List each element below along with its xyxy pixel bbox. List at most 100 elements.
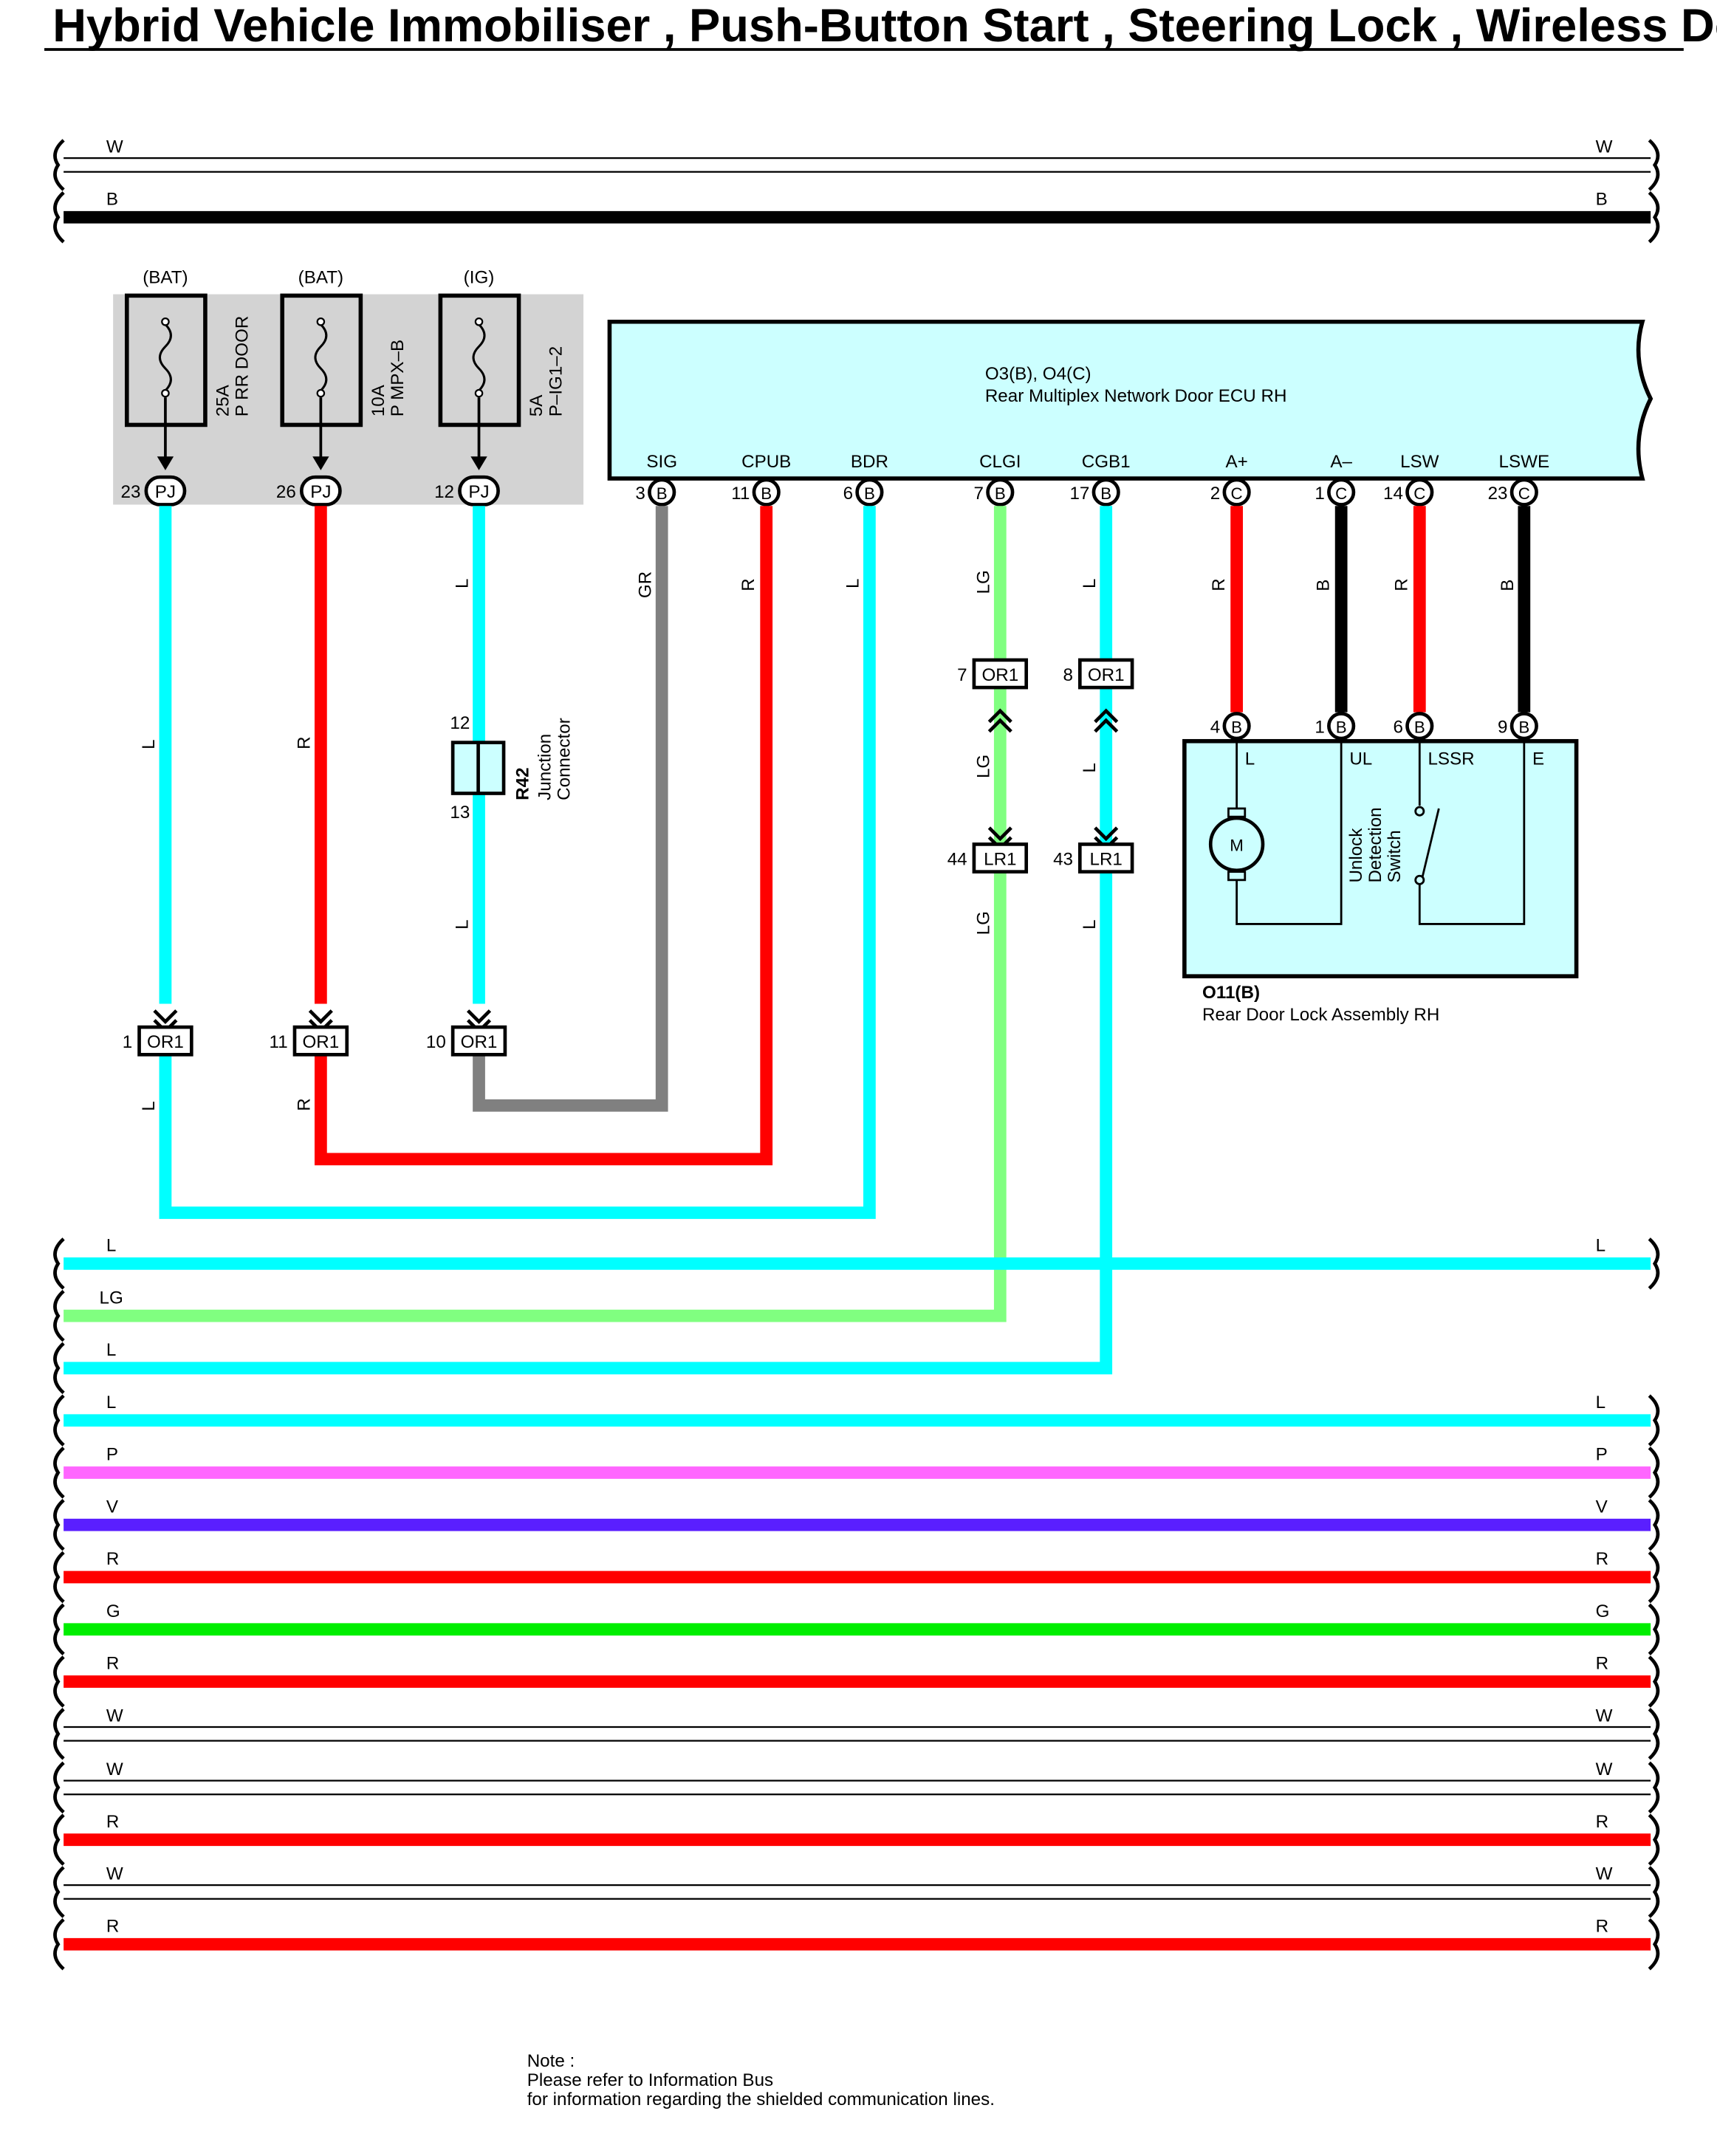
wire-clgi-lg (64, 506, 1007, 1322)
wire-label: B (1498, 580, 1518, 591)
bus-label-right: W (1596, 1760, 1613, 1779)
pin-number: 7 (974, 484, 984, 504)
pin-badge (144, 475, 187, 507)
pin-connector-code: B (761, 484, 772, 503)
bus-label-left: LG (100, 1288, 123, 1308)
ecu-terminals: SIGB3CPUBB11BDRB6CLGIB7CGB1B17A+C2A–C1LS… (635, 452, 1549, 507)
wire-cgb1-l (64, 506, 1113, 1375)
bus-label-left: R (106, 1812, 119, 1832)
pin-number: 2 (1210, 484, 1220, 504)
wires (64, 506, 1531, 1375)
pin-badge (986, 478, 1015, 507)
ecu-box (607, 319, 1653, 481)
terminal-label: CPUB (741, 452, 791, 472)
lock-pin-label: E (1532, 749, 1544, 769)
switch-label-1: Unlock (1346, 828, 1366, 883)
fuse-name: P MPX–B (388, 340, 408, 416)
pin-connector-code: C (1335, 484, 1347, 503)
bus-label-right: R (1596, 1916, 1608, 1936)
connector-name: LR1 (1090, 849, 1123, 869)
connector-box (450, 1025, 507, 1057)
bus-break-left (53, 1918, 65, 1971)
pin-number: 17 (1069, 484, 1089, 504)
fuse-supply-label: (IG) (464, 268, 495, 288)
pin-badge (1222, 478, 1251, 507)
pin-number: 12 (434, 482, 454, 502)
note-line-2: for information regarding the shielded c… (527, 2090, 995, 2109)
pin-connector-code: B (995, 484, 1006, 503)
bus-break-left (53, 1237, 65, 1290)
bus-label-left: P (106, 1445, 118, 1465)
connector-box (972, 658, 1029, 690)
connector-name: OR1 (981, 665, 1018, 685)
pin-connector-code: C (1518, 484, 1530, 503)
bus-label-right: L (1596, 1393, 1605, 1412)
pin-connector-code: B (1518, 718, 1529, 737)
bus-label-right: W (1596, 1864, 1613, 1884)
bus-label-right: L (1596, 1236, 1605, 1256)
wire-label: L (1080, 579, 1100, 588)
connector-pin: 44 (947, 849, 967, 869)
bus-break-right (1648, 1813, 1660, 1866)
wire-fuse2-r-lower (314, 506, 773, 1166)
pin-badge (1509, 712, 1538, 741)
wire-label: L (843, 579, 863, 588)
junction-name-2: Connector (554, 718, 574, 800)
bus-break-left (53, 1342, 65, 1395)
pin-number: 3 (635, 484, 645, 504)
bus-break-left (53, 1394, 65, 1446)
fuse-rating: 10A (369, 384, 388, 416)
pin-badge (1509, 478, 1538, 507)
note: Note : Please refer to Information Bus f… (527, 2051, 995, 2109)
connector-pin: 1 (123, 1032, 132, 1052)
pin-connector-code: B (657, 484, 668, 503)
bus-break-left (53, 190, 65, 244)
fuse-name: P–IG1–2 (546, 346, 566, 416)
connector-box (292, 1025, 349, 1057)
bus-label-left: G (106, 1601, 120, 1621)
bus-break-left (53, 1289, 65, 1342)
pin-badge (1091, 478, 1120, 507)
bus-break-left (53, 1498, 65, 1551)
pin-connector-code: PJ (155, 482, 176, 502)
pin-number: 9 (1498, 718, 1507, 738)
pin-badge (1222, 712, 1251, 741)
bus-label-right: W (1596, 137, 1613, 157)
bus-break-right (1648, 1866, 1660, 1918)
pin-badge (752, 478, 781, 507)
pin-badge (1405, 712, 1434, 741)
fuse-supply-label: (BAT) (298, 268, 343, 288)
connector-name: OR1 (147, 1032, 184, 1052)
connector-box (972, 842, 1029, 873)
bus-break-right (1648, 190, 1660, 244)
wire-label: L (453, 919, 473, 929)
lock-pin: B9 (1498, 712, 1538, 741)
pin-number: 4 (1210, 718, 1220, 738)
bus-break-left (53, 139, 65, 191)
connector-box (1077, 658, 1134, 690)
note-line-1: Please refer to Information Bus (527, 2070, 773, 2090)
pin-connector-code: B (1414, 718, 1425, 737)
pin-badge (648, 478, 676, 507)
wire-label: L (139, 1101, 159, 1110)
connector-pin: 11 (270, 1032, 288, 1052)
